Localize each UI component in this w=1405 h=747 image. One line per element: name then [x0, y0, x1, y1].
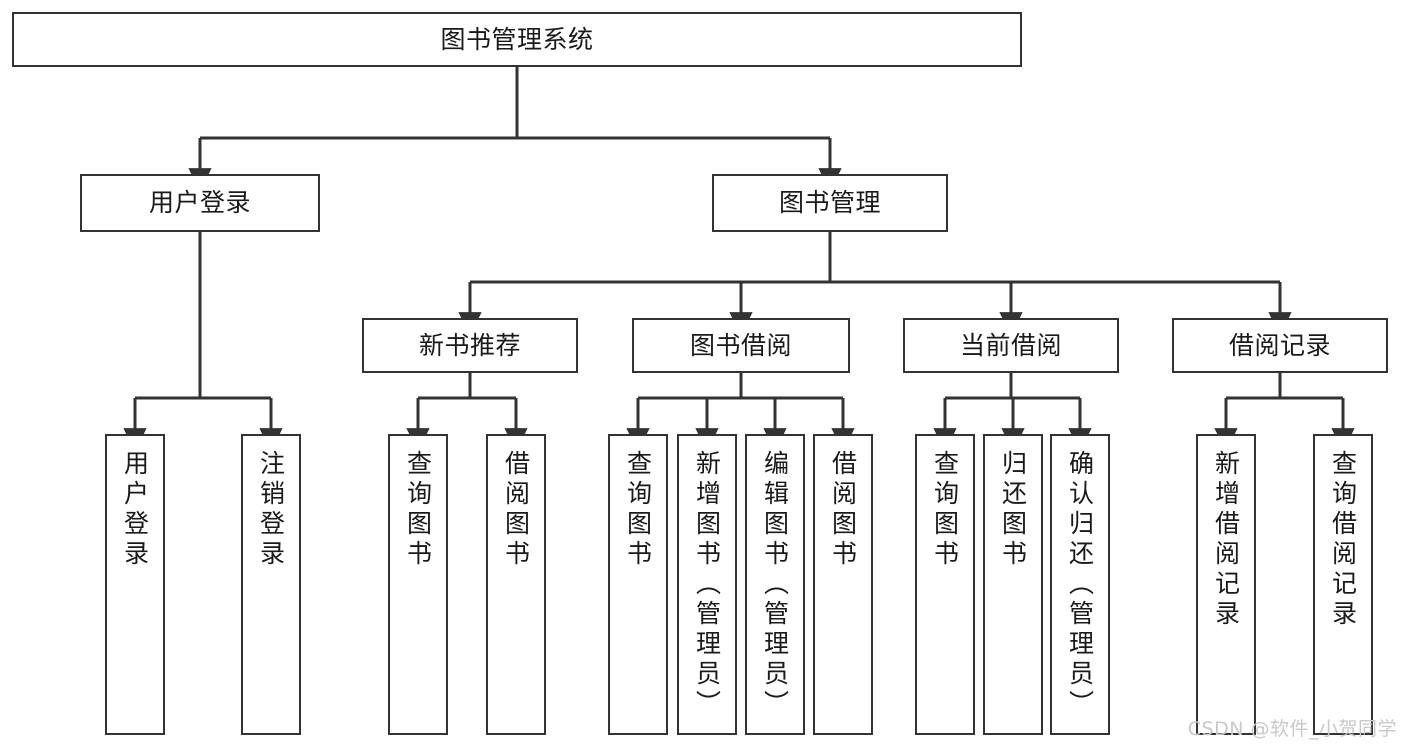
connector-group [123, 67, 1355, 452]
node-leaf-query-book-rec[interactable]: 查询图书 [388, 434, 448, 735]
node-leaf-return-book[interactable]: 归还图书 [983, 434, 1043, 735]
node-label-leaf-borrow-book-rec: 借阅图书 [501, 450, 531, 570]
node-label-leaf-query-book: 查询图书 [623, 450, 653, 570]
node-borrow-record[interactable]: 借阅记录 [1172, 318, 1388, 373]
node-label-leaf-borrow-book: 借阅图书 [828, 450, 858, 570]
node-leaf-logout[interactable]: 注销登录 [241, 434, 301, 735]
node-label-book-borrow: 图书借阅 [689, 330, 792, 360]
node-leaf-borrow-book[interactable]: 借阅图书 [813, 434, 873, 735]
node-label-leaf-add-book: 新增图书（管理员） [692, 450, 722, 720]
node-label-leaf-return-book: 归还图书 [998, 450, 1028, 570]
node-leaf-borrow-book-rec[interactable]: 借阅图书 [486, 434, 546, 735]
node-leaf-user-login[interactable]: 用户登录 [105, 434, 165, 735]
node-label-leaf-query-book-cur: 查询图书 [930, 450, 960, 570]
node-leaf-query-book[interactable]: 查询图书 [608, 434, 668, 735]
node-leaf-edit-book[interactable]: 编辑图书（管理员） [745, 434, 805, 735]
node-user-login[interactable]: 用户登录 [80, 174, 320, 232]
node-label-user-login: 用户登录 [148, 188, 251, 218]
node-label-book-manage: 图书管理 [778, 188, 881, 218]
node-label-new-book-rec: 新书推荐 [418, 330, 521, 360]
node-root[interactable]: 图书管理系统 [12, 12, 1022, 67]
node-book-manage[interactable]: 图书管理 [712, 174, 948, 232]
node-leaf-add-book[interactable]: 新增图书（管理员） [677, 434, 737, 735]
node-leaf-add-record[interactable]: 新增借阅记录 [1196, 434, 1256, 735]
node-book-borrow[interactable]: 图书借阅 [632, 318, 850, 373]
node-current-borrow[interactable]: 当前借阅 [903, 318, 1119, 373]
node-leaf-query-book-cur[interactable]: 查询图书 [915, 434, 975, 735]
node-label-leaf-query-book-rec: 查询图书 [403, 450, 433, 570]
node-label-leaf-confirm-return: 确认归还（管理员） [1065, 450, 1095, 720]
node-label-leaf-user-login: 用户登录 [120, 450, 150, 570]
node-leaf-confirm-return[interactable]: 确认归还（管理员） [1050, 434, 1110, 735]
node-leaf-query-record[interactable]: 查询借阅记录 [1313, 434, 1373, 735]
node-label-leaf-add-record: 新增借阅记录 [1211, 450, 1241, 630]
node-label-leaf-edit-book: 编辑图书（管理员） [760, 450, 790, 720]
node-label-borrow-record: 借阅记录 [1228, 330, 1331, 360]
node-label-current-borrow: 当前借阅 [959, 330, 1062, 360]
node-label-root: 图书管理系统 [440, 24, 594, 54]
node-label-leaf-logout: 注销登录 [256, 450, 286, 570]
node-new-book-rec[interactable]: 新书推荐 [362, 318, 578, 373]
node-label-leaf-query-record: 查询借阅记录 [1328, 450, 1358, 630]
